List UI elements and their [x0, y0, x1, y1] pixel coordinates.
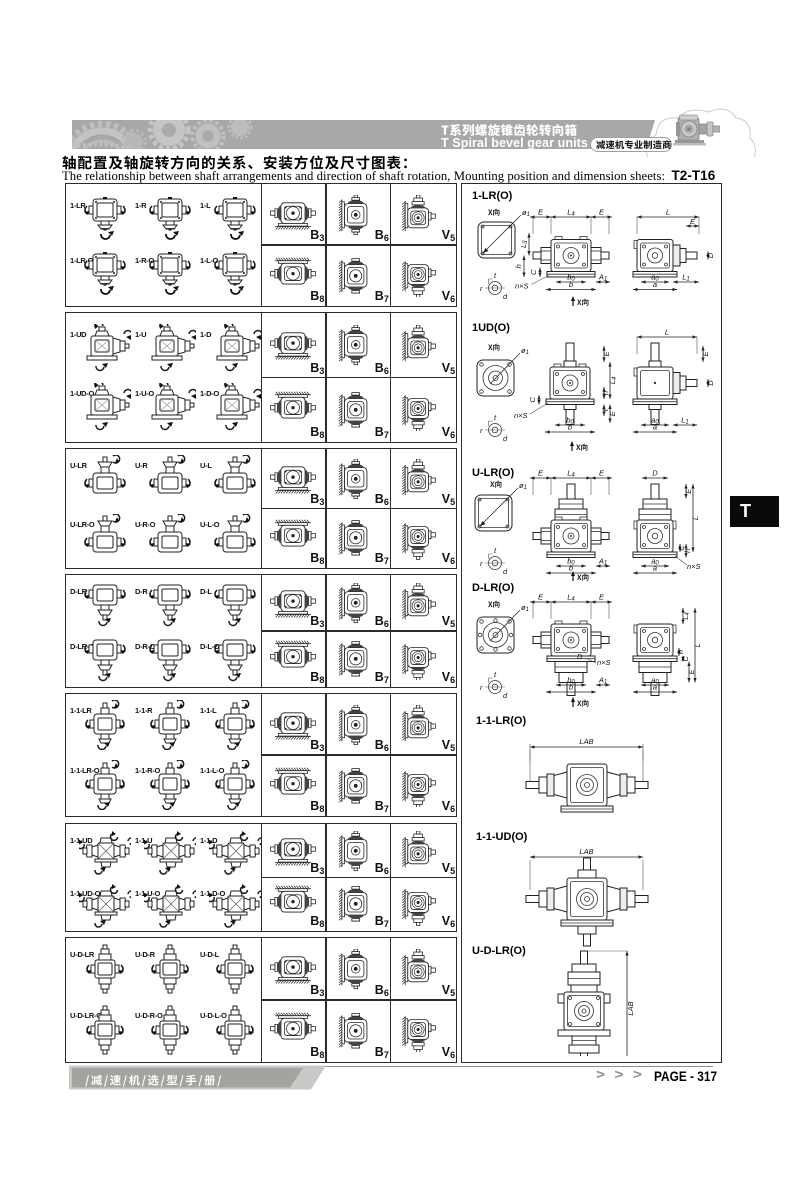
svg-text:C: C [677, 545, 686, 551]
svg-text:b0: b0 [567, 676, 575, 686]
svg-text:L: L [665, 328, 669, 337]
svg-text:t: t [494, 670, 497, 679]
svg-text:L4: L4 [567, 208, 575, 218]
svg-text:t: t [494, 271, 497, 280]
svg-text:LAB: LAB [579, 847, 593, 856]
svg-text:L4: L4 [681, 612, 691, 620]
svg-text:L3: L3 [519, 240, 529, 248]
svg-text:t: t [494, 413, 497, 422]
svg-text:1-LR(O): 1-LR(O) [472, 190, 513, 202]
svg-text:L1: L1 [682, 273, 690, 283]
svg-text:d: d [503, 567, 508, 576]
svg-text:A1: A1 [598, 273, 607, 283]
svg-text:b: b [569, 564, 573, 573]
svg-text:n×S: n×S [514, 411, 528, 420]
svg-text:ø1: ø1 [522, 208, 530, 218]
svg-text:n×S: n×S [687, 562, 701, 571]
svg-text:E: E [602, 351, 611, 357]
svg-text:E: E [687, 669, 696, 675]
svg-text:h: h [683, 549, 692, 553]
svg-text:r: r [480, 284, 483, 293]
svg-text:r: r [480, 683, 483, 692]
svg-text:ø1: ø1 [521, 346, 529, 356]
svg-text:D: D [577, 652, 583, 661]
svg-text:E: E [538, 469, 544, 478]
svg-text:b: b [569, 683, 573, 692]
svg-text:a0: a0 [651, 557, 659, 567]
svg-text:L: L [693, 643, 702, 647]
svg-text:b: b [569, 280, 573, 289]
svg-text:r: r [480, 426, 483, 435]
svg-text:E: E [538, 593, 544, 602]
svg-text:U-D-LR(O): U-D-LR(O) [472, 945, 526, 957]
svg-text:1-1-LR(O): 1-1-LR(O) [476, 715, 526, 727]
svg-text:a: a [653, 683, 657, 692]
svg-text:a0: a0 [651, 416, 659, 426]
svg-text:ø1: ø1 [521, 603, 529, 613]
svg-text:C: C [529, 269, 538, 275]
svg-text:L4: L4 [567, 469, 575, 479]
svg-text:E: E [684, 488, 693, 494]
svg-text:E: E [608, 410, 617, 416]
svg-text:a: a [653, 423, 657, 432]
svg-text:a0: a0 [651, 273, 659, 283]
svg-text:L: L [666, 208, 670, 217]
svg-text:E: E [599, 593, 605, 602]
svg-text:LAB: LAB [579, 737, 593, 746]
svg-text:a0: a0 [651, 676, 659, 686]
svg-text:U-LR(O): U-LR(O) [472, 467, 514, 479]
svg-text:L: L [691, 516, 700, 520]
svg-text:L4: L4 [567, 593, 575, 603]
svg-text:d: d [503, 434, 508, 443]
svg-text:C: C [681, 655, 690, 661]
svg-text:b0: b0 [567, 273, 575, 283]
svg-text:ℓ: ℓ [601, 408, 610, 412]
svg-text:D: D [706, 252, 715, 258]
svg-text:D: D [706, 380, 715, 386]
svg-text:n×S: n×S [597, 658, 611, 667]
svg-text:n×S: n×S [515, 282, 529, 291]
svg-text:b0: b0 [566, 416, 574, 426]
svg-text:b: b [568, 423, 572, 432]
svg-text:LAB: LAB [626, 1001, 635, 1015]
svg-text:E: E [690, 217, 696, 226]
svg-text:b0: b0 [567, 557, 575, 567]
svg-text:a: a [653, 564, 657, 573]
svg-text:D: D [652, 469, 658, 478]
svg-text:E: E [599, 208, 605, 217]
svg-text:a: a [653, 280, 657, 289]
svg-text:E: E [701, 351, 710, 357]
svg-text:E: E [599, 469, 605, 478]
svg-text:t: t [494, 546, 497, 555]
svg-text:h: h [676, 650, 685, 654]
svg-text:h: h [514, 264, 523, 268]
svg-text:A1: A1 [598, 676, 607, 686]
svg-text:1UD(O): 1UD(O) [472, 322, 510, 334]
svg-text:d: d [503, 292, 508, 301]
svg-text:h: h [601, 391, 610, 395]
svg-text:ø1: ø1 [519, 481, 527, 491]
svg-text:A1: A1 [598, 557, 607, 567]
svg-text:r: r [480, 559, 483, 568]
svg-text:L4: L4 [608, 376, 618, 384]
svg-text:L1: L1 [681, 416, 689, 426]
svg-text:C: C [528, 396, 537, 402]
svg-text:E: E [538, 208, 544, 217]
svg-text:d: d [503, 691, 508, 700]
svg-text:1-1-UD(O): 1-1-UD(O) [476, 831, 528, 843]
svg-text:D-LR(O): D-LR(O) [472, 582, 514, 594]
